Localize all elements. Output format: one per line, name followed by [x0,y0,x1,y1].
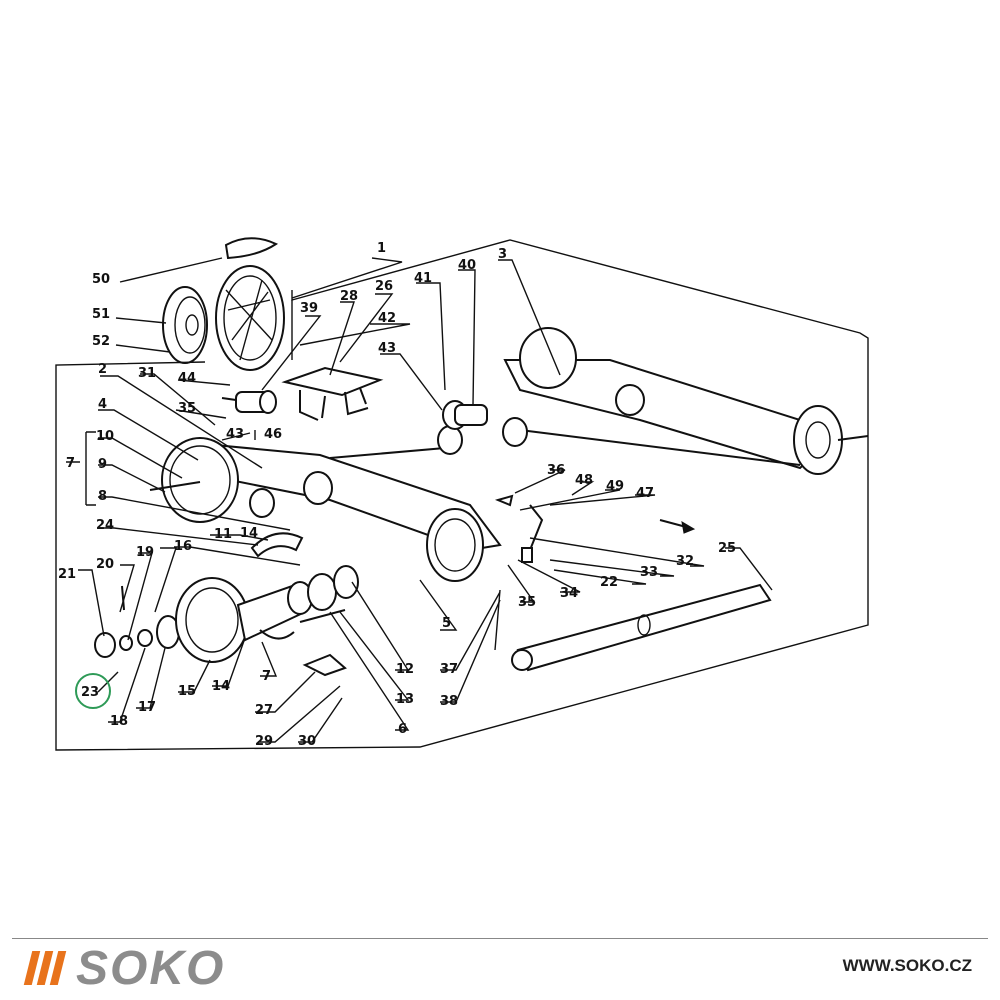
part-label: 42 [378,311,396,326]
part-label: 4 [98,397,107,412]
part-label: 15 [178,684,196,699]
part-label: 37 [440,662,458,677]
part-label: 40 [458,258,476,273]
part-label: 2 [98,362,107,377]
part-label: 5 [442,616,451,631]
part-label: 43 [226,427,244,442]
part-label: 8 [98,489,107,504]
part-labels: 1 2 3 4 5 6 7 7 8 9 10 11 12 13 14 14 15… [58,241,736,749]
part-label: 16 [174,539,192,554]
bushing-cylinder [221,390,277,414]
part-label: 31 [138,366,156,381]
part-label: 13 [396,692,414,707]
part-label: 50 [92,272,110,287]
part-label: 39 [300,301,318,316]
part-label: 20 [96,557,114,572]
part-label: 12 [396,662,414,677]
part-label: 14 [240,526,258,541]
part-label: 35 [518,595,536,610]
brake-hub-assembly [94,532,359,677]
exploded-parts-diagram: 1 2 3 4 5 6 7 7 8 9 10 11 12 13 14 14 15… [55,237,869,751]
part-label: 3 [498,247,507,262]
part-label: 28 [340,289,358,304]
part-label: 46 [264,427,282,442]
part-label: 35 [178,401,196,416]
mounting-bracket [281,366,384,421]
part-label: 24 [96,518,114,533]
part-label: 22 [600,575,618,590]
part-label: 52 [92,334,110,349]
wheel-rim [162,286,208,364]
assembly-frame [55,239,869,751]
tie-rod [329,400,528,459]
part-label: 18 [110,714,128,729]
left-axle-arm [149,437,502,582]
part-label: 49 [606,479,624,494]
logo-stripes-icon [23,951,67,985]
part-label: 44 [178,371,196,386]
website-url[interactable]: WWW.SOKO.CZ [842,956,972,975]
part-label: 36 [547,463,565,478]
tyre [215,237,285,371]
part-label: 29 [255,734,273,749]
part-label: 11 [214,527,232,542]
footer-divider [12,938,988,939]
part-label: 41 [414,271,432,286]
long-tube [511,583,772,672]
part-label: 47 [636,486,654,501]
part-label: 21 [58,567,76,582]
part-label: 48 [575,473,593,488]
part-label: 34 [560,586,578,601]
part-label: 14 [212,679,230,694]
direction-arrow [659,519,696,534]
lever-linkage [494,494,544,651]
brand-name: SOKO [76,941,226,995]
part-label: 19 [136,545,154,560]
part-label: 1 [377,241,386,256]
part-label: 38 [440,694,458,709]
part-label: 43 [378,341,396,356]
part-label: 32 [676,554,694,569]
part-label: 23 [81,685,99,700]
part-label: 27 [255,703,273,718]
right-axle-arm [503,327,869,475]
part-label: 25 [718,541,736,556]
part-label: 9 [98,457,107,472]
part-label: 17 [138,700,156,715]
part-label: 7 [66,456,75,471]
part-label: 30 [298,734,316,749]
part-label: 51 [92,307,110,322]
part-label: 10 [96,429,114,444]
soko-logo: SOKO [23,942,225,995]
leader-lines [66,257,773,743]
highlight-ring [75,673,111,709]
part-label: 26 [375,279,393,294]
part-label: 33 [640,565,658,580]
part-label: 6 [398,722,407,737]
part-label: 7 [262,669,271,684]
